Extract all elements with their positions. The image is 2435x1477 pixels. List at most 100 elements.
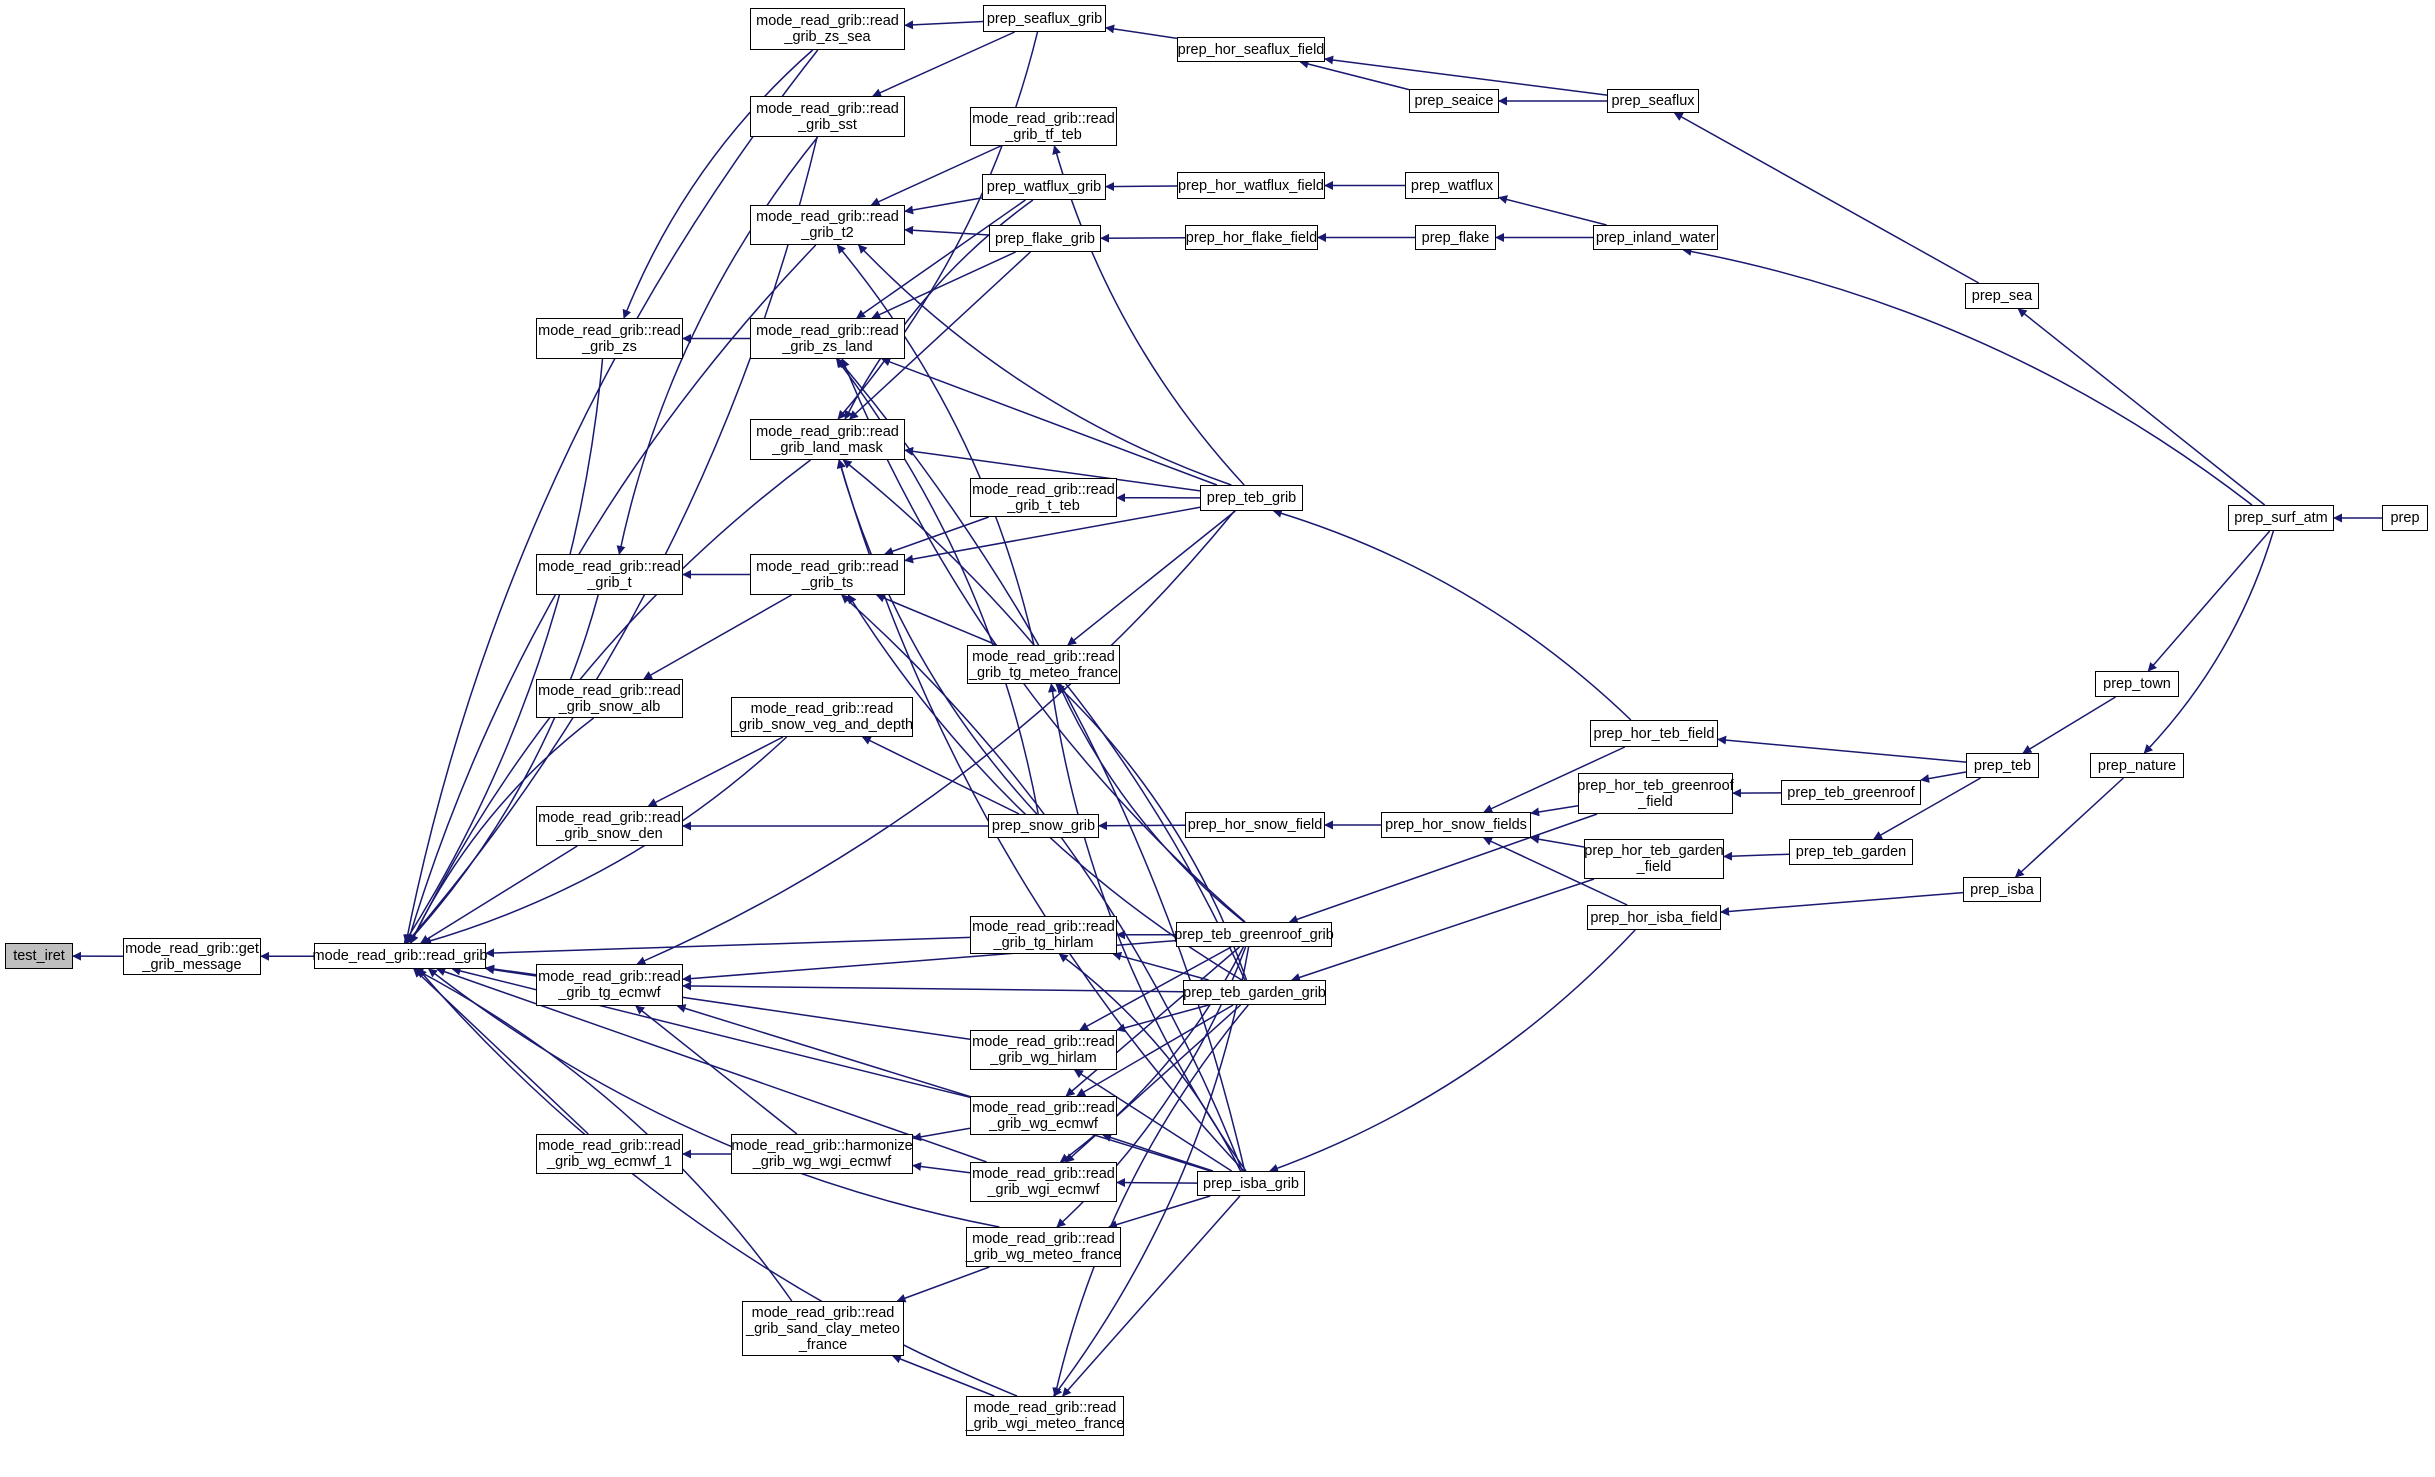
node-prep-hor-teb-field[interactable]: prep_hor_teb_field xyxy=(1590,720,1718,747)
edge-read-grib-zs-sea-to-read-grib xyxy=(403,49,819,944)
edge-prep-surf-atm-to-prep-town xyxy=(2147,530,2271,672)
node-read-grib-t[interactable]: mode_read_grib::read _grib_t xyxy=(536,554,683,595)
node-prep-hor-seaflux-field[interactable]: prep_hor_seaflux_field xyxy=(1177,37,1325,62)
edge-prep-flake-grib-to-read-grib-t2 xyxy=(904,225,990,236)
node-prep-teb[interactable]: prep_teb xyxy=(1966,753,2039,778)
node-read-grib-tg-meteo-france[interactable]: mode_read_grib::read _grib_tg_meteo_fran… xyxy=(967,645,1120,684)
node-prep-hor-isba-field[interactable]: prep_hor_isba_field xyxy=(1587,905,1721,930)
edge-prep-seaflux-grib-to-read-grib-land-mask xyxy=(837,31,1039,420)
node-prep-seaflux-grib[interactable]: prep_seaflux_grib xyxy=(983,5,1106,32)
node-read-grib-zs-sea[interactable]: mode_read_grib::read _grib_zs_sea xyxy=(750,8,905,50)
node-prep-teb-garden[interactable]: prep_teb_garden xyxy=(1789,839,1913,865)
edge-prep-isba-grib-to-read-grib-zs-land xyxy=(837,358,1246,1172)
edge-read-grib-wg-meteo-france-to-read-grib-sand-clay-meteo-france xyxy=(896,1266,990,1303)
node-prep-teb-grib[interactable]: prep_teb_grib xyxy=(1200,485,1303,511)
node-prep-hor-snow-fields[interactable]: prep_hor_snow_fields xyxy=(1381,812,1531,838)
edge-prep-surf-atm-to-prep-nature xyxy=(2143,530,2275,754)
edge-read-grib-wg-meteo-france-to-read-grib xyxy=(427,968,1000,1228)
node-prep-town[interactable]: prep_town xyxy=(2095,671,2179,697)
edge-prep-surf-atm-to-prep-inland-water xyxy=(1682,247,2253,506)
node-read-grib-snow-veg-and-depth[interactable]: mode_read_grib::read _grib_snow_veg_and_… xyxy=(731,697,913,737)
node-read-grib-snow-alb[interactable]: mode_read_grib::read _grib_snow_alb xyxy=(536,679,683,718)
edge-read-grib-wg-ecmwf-to-read-grib xyxy=(451,966,971,1099)
node-read-grib-wg-meteo-france[interactable]: mode_read_grib::read _grib_wg_meteo_fran… xyxy=(966,1227,1121,1267)
edge-read-grib-tg-meteo-france-to-read-grib-ts xyxy=(875,593,997,646)
node-read-grib-wg-ecmwf[interactable]: mode_read_grib::read _grib_wg_ecmwf xyxy=(970,1096,1117,1135)
edge-prep-isba-grib-to-read-grib-wgi-ecmwf xyxy=(1116,1178,1198,1188)
node-prep-surf-atm[interactable]: prep_surf_atm xyxy=(2228,505,2334,531)
edge-prep-teb-grib-to-read-grib-tg-meteo-france xyxy=(1067,510,1236,646)
edge-read-grib-tg-ecmwf-to-read-grib xyxy=(485,964,537,976)
edge-prep-teb-garden-to-prep-hor-teb-garden-field xyxy=(1723,851,1790,861)
node-harmonize-grib-wg-wgi-ecmwf[interactable]: mode_read_grib::harmonize _grib_wg_wgi_e… xyxy=(731,1134,913,1174)
node-read-grib-wgi-meteo-france[interactable]: mode_read_grib::read _grib_wgi_meteo_fra… xyxy=(966,1396,1124,1436)
node-read-grib-sand-clay-meteo-france[interactable]: mode_read_grib::read _grib_sand_clay_met… xyxy=(742,1301,904,1356)
node-prep-watflux[interactable]: prep_watflux xyxy=(1405,172,1499,199)
node-prep-hor-watflux-field[interactable]: prep_hor_watflux_field xyxy=(1177,172,1325,199)
edge-prep-sea-to-prep-seaflux xyxy=(1673,112,1980,284)
edge-read-grib-wgi-ecmwf-to-harmonize-grib-wg-wgi-ecmwf xyxy=(912,1162,971,1174)
node-prep-hor-flake-field[interactable]: prep_hor_flake_field xyxy=(1185,225,1318,250)
node-prep-seaice[interactable]: prep_seaice xyxy=(1409,89,1499,113)
edge-prep-seaflux-to-prep-hor-seaflux-field xyxy=(1324,55,1608,96)
edge-read-grib-snow-veg-and-depth-to-read-grib-snow-den xyxy=(647,736,784,807)
edge-prep-teb-to-prep-teb-greenroof xyxy=(1920,771,1967,784)
edge-prep-flake-grib-to-read-grib-zs-land xyxy=(871,251,1016,319)
edge-prep-teb-grib-to-read-grib-tg-ecmwf xyxy=(636,510,1235,965)
node-prep-hor-snow-field[interactable]: prep_hor_snow_field xyxy=(1185,812,1325,838)
edge-prep-teb-grib-to-read-grib-t2 xyxy=(857,244,1232,486)
node-prep-nature[interactable]: prep_nature xyxy=(2090,753,2184,778)
node-read-grib-wg-hirlam[interactable]: mode_read_grib::read _grib_wg_hirlam xyxy=(970,1030,1117,1070)
node-prep-flake-grib[interactable]: prep_flake_grib xyxy=(989,225,1101,252)
node-prep-teb-greenroof[interactable]: prep_teb_greenroof xyxy=(1781,780,1921,805)
node-prep-inland-water[interactable]: prep_inland_water xyxy=(1593,225,1718,250)
edge-prep-teb-garden-grib-to-read-grib-wg-ecmwf xyxy=(1076,1004,1234,1097)
node-prep-flake[interactable]: prep_flake xyxy=(1415,225,1496,250)
edge-prep-teb-greenroof-grib-to-read-grib-wg-ecmwf xyxy=(1065,946,1240,1097)
node-prep-teb-garden-grib[interactable]: prep_teb_garden_grib xyxy=(1183,980,1326,1005)
node-read-grib[interactable]: mode_read_grib::read_grib xyxy=(313,943,487,969)
node-prep-isba[interactable]: prep_isba xyxy=(1963,877,2041,902)
node-read-grib-tf-teb[interactable]: mode_read_grib::read _grib_tf_teb xyxy=(970,107,1117,146)
node-read-grib-t2[interactable]: mode_read_grib::read _grib_t2 xyxy=(750,205,905,245)
node-prep-sea[interactable]: prep_sea xyxy=(1965,283,2039,309)
node-read-grib-land-mask[interactable]: mode_read_grib::read _grib_land_mask xyxy=(750,419,905,460)
node-prep-hor-teb-greenroof-field[interactable]: prep_hor_teb_greenroof _field xyxy=(1577,773,1734,814)
edge-prep-teb-to-prep-hor-teb-field xyxy=(1717,735,1967,763)
node-read-grib-wg-ecmwf-1[interactable]: mode_read_grib::read _grib_wg_ecmwf_1 xyxy=(536,1134,683,1174)
node-read-grib-sst[interactable]: mode_read_grib::read _grib_sst xyxy=(750,96,905,137)
edge-prep-watflux-grib-to-read-grib-land-mask xyxy=(844,199,1034,420)
node-read-grib-ts[interactable]: mode_read_grib::read _grib_ts xyxy=(750,554,905,595)
edge-prep-hor-watflux-field-to-prep-watflux-grib xyxy=(1105,182,1178,192)
node-prep-teb-greenroof-grib[interactable]: prep_teb_greenroof_grib xyxy=(1174,922,1334,947)
node-read-grib-tg-ecmwf[interactable]: mode_read_grib::read _grib_tg_ecmwf xyxy=(536,964,683,1006)
edge-prep-teb-grib-to-read-grib-zs-land xyxy=(881,357,1218,486)
node-read-grib-zs-land[interactable]: mode_read_grib::read _grib_zs_land xyxy=(750,318,905,359)
edge-read-grib-wgi-meteo-france-to-read-grib xyxy=(417,968,1018,1397)
edge-prep-isba-grib-to-read-grib-tg-hirlam xyxy=(1058,953,1242,1172)
node-prep-watflux-grib[interactable]: prep_watflux_grib xyxy=(982,174,1106,200)
node-read-grib-wgi-ecmwf[interactable]: mode_read_grib::read _grib_wgi_ecmwf xyxy=(970,1162,1117,1202)
edge-prep-snow-grib-to-read-grib-snow-veg-and-depth xyxy=(861,736,1020,815)
edge-read-grib-tg-hirlam-to-read-grib xyxy=(485,936,971,958)
node-read-grib-t-teb[interactable]: mode_read_grib::read _grib_t_teb xyxy=(970,478,1117,517)
node-read-grib-zs[interactable]: mode_read_grib::read _grib_zs xyxy=(536,318,683,359)
node-prep-snow-grib[interactable]: prep_snow_grib xyxy=(988,814,1099,838)
node-get-grib-message[interactable]: mode_read_grib::get _grib_message xyxy=(123,938,261,975)
edge-prep-nature-to-prep-isba xyxy=(2014,777,2124,878)
node-prep[interactable]: prep xyxy=(2382,505,2428,531)
edge-prep-surf-atm-to-prep-sea xyxy=(2017,308,2266,506)
node-read-grib-snow-den[interactable]: mode_read_grib::read _grib_snow_den xyxy=(536,806,683,846)
edge-read-grib-snow-alb-to-read-grib xyxy=(409,717,595,944)
node-prep-seaflux[interactable]: prep_seaflux xyxy=(1607,89,1699,113)
edge-prep-inland-water-to-prep-watflux xyxy=(1498,195,1607,226)
node-read-grib-tg-hirlam[interactable]: mode_read_grib::read _grib_tg_hirlam xyxy=(970,916,1117,954)
edge-read-grib-snow-veg-and-depth-to-read-grib xyxy=(422,736,788,946)
node-prep-hor-teb-garden-field[interactable]: prep_hor_teb_garden _field xyxy=(1584,839,1724,879)
node-prep-isba-grib[interactable]: prep_isba_grib xyxy=(1197,1171,1305,1196)
edge-read-grib-wgi-meteo-france-to-read-grib-sand-clay-meteo-france xyxy=(891,1354,995,1397)
edge-prep-teb-greenroof-grib-to-read-grib-wgi-ecmwf xyxy=(1059,946,1245,1163)
node-test-iret: test_iret xyxy=(5,943,73,969)
edge-prep-town-to-prep-teb xyxy=(2022,696,2116,754)
